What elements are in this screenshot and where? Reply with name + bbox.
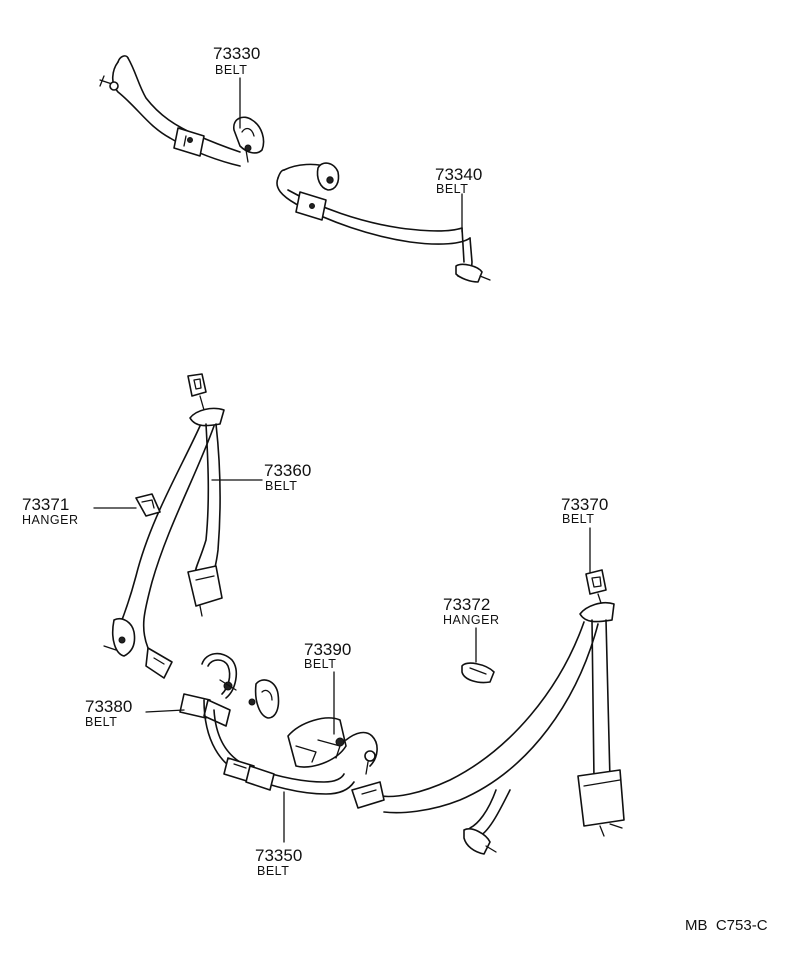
belt-73380-drawing [179, 652, 280, 727]
belt-73330-drawing [99, 55, 265, 167]
belt-73390-drawing [287, 717, 385, 809]
part-name-73340: BELT [436, 182, 468, 196]
belt-73370-drawing [379, 569, 625, 855]
part-name-73350: BELT [257, 864, 289, 878]
callout-73390: 73390 BELT [304, 640, 351, 671]
part-name-73380: BELT [85, 715, 117, 729]
hanger-73372-drawing [461, 662, 495, 684]
callout-73371: 73371 HANGER [22, 495, 78, 527]
part-number-73372: 73372 [443, 595, 490, 614]
callout-73360: 73360 BELT [264, 461, 311, 493]
part-number-73380: 73380 [85, 697, 132, 716]
part-number-73360: 73360 [264, 461, 311, 480]
belt-73360-drawing [103, 373, 225, 679]
part-name-73360: BELT [265, 479, 297, 493]
part-name-73370: BELT [562, 512, 594, 526]
belt-73340-drawing [276, 162, 491, 283]
part-number-73340: 73340 [435, 165, 482, 184]
part-number-73350: 73350 [255, 846, 302, 865]
diagram-code: MB C753-C [685, 917, 768, 934]
belt-73350-drawing [203, 699, 355, 795]
part-number-73371: 73371 [22, 495, 69, 514]
part-number-73370: 73370 [561, 495, 608, 514]
callout-73330: 73330 BELT [213, 44, 260, 77]
callout-73372: 73372 HANGER [443, 595, 499, 627]
part-number-73330: 73330 [213, 44, 260, 63]
part-name-73330: BELT [215, 63, 247, 77]
part-name-73390: BELT [304, 657, 336, 671]
callout-73370: 73370 BELT [561, 495, 608, 526]
leader-73380 [145, 709, 185, 713]
callout-73340: 73340 BELT [435, 165, 482, 196]
hanger-73371-drawing [135, 493, 161, 517]
part-name-73371: HANGER [22, 513, 78, 527]
part-name-73372: HANGER [443, 613, 499, 627]
callout-73380: 73380 BELT [85, 697, 132, 729]
callout-73350: 73350 BELT [255, 846, 302, 878]
part-number-73390: 73390 [304, 640, 351, 659]
